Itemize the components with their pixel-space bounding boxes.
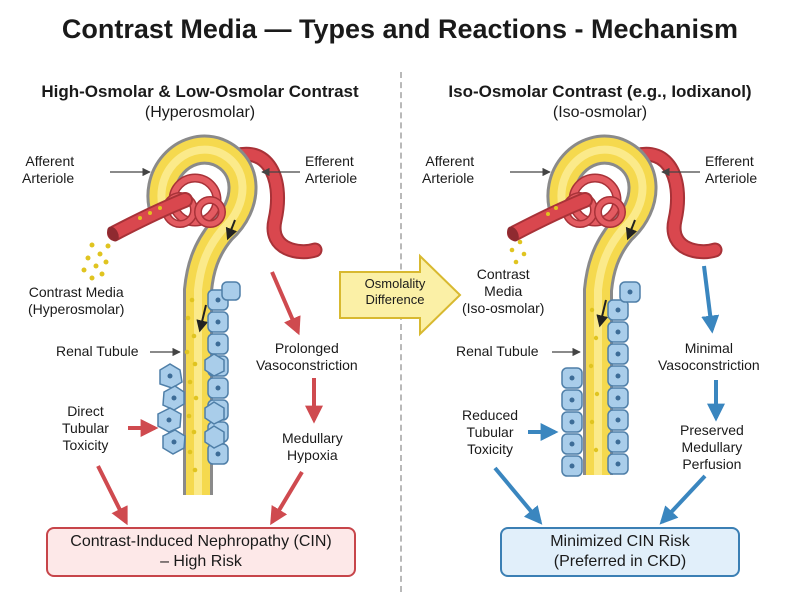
left-outcome-box: Contrast-Induced Nephropathy (CIN) – Hig…	[46, 527, 356, 577]
right-renal-tubule-label: Renal Tubule	[456, 343, 539, 359]
right-contrast-dots	[509, 206, 600, 453]
page-title: Contrast Media — Types and Reactions - M…	[61, 14, 739, 44]
right-subheading: (Iso-osmolar)	[552, 104, 648, 121]
right-outcome-line2: (Preferred in CKD)	[553, 553, 687, 570]
right-panel-header: Iso-Osmolar Contrast (e.g., Iodixanol) (…	[410, 82, 790, 122]
left-contrast-media-label: Contrast Media(Hyperosmolar)	[28, 284, 125, 317]
left-renal-tubule-label: Renal Tubule	[56, 343, 139, 359]
left-heading: High-Osmolar & Low-Osmolar Contrast	[41, 82, 359, 101]
osmolality-arrow	[339, 253, 462, 337]
right-outcome-line1: Minimized CIN Risk	[550, 533, 690, 550]
panel-divider	[400, 72, 402, 592]
left-outcome-line2: – High Risk	[160, 553, 242, 570]
right-tubule-cells	[561, 281, 641, 477]
left-contrast-dots	[81, 206, 199, 473]
left-subheading: (Hyperosmolar)	[144, 104, 256, 121]
left-tubule-cells	[157, 281, 241, 465]
right-outcome-box: Minimized CIN Risk (Preferred in CKD)	[500, 527, 740, 577]
left-outcome-line1: Contrast-Induced Nephropathy (CIN)	[70, 533, 332, 550]
right-heading: Iso-Osmolar Contrast (e.g., Iodixanol)	[448, 82, 752, 101]
left-panel-header: High-Osmolar & Low-Osmolar Contrast (Hyp…	[10, 82, 390, 122]
left-nephron	[81, 134, 323, 495]
right-nephron	[507, 134, 723, 477]
